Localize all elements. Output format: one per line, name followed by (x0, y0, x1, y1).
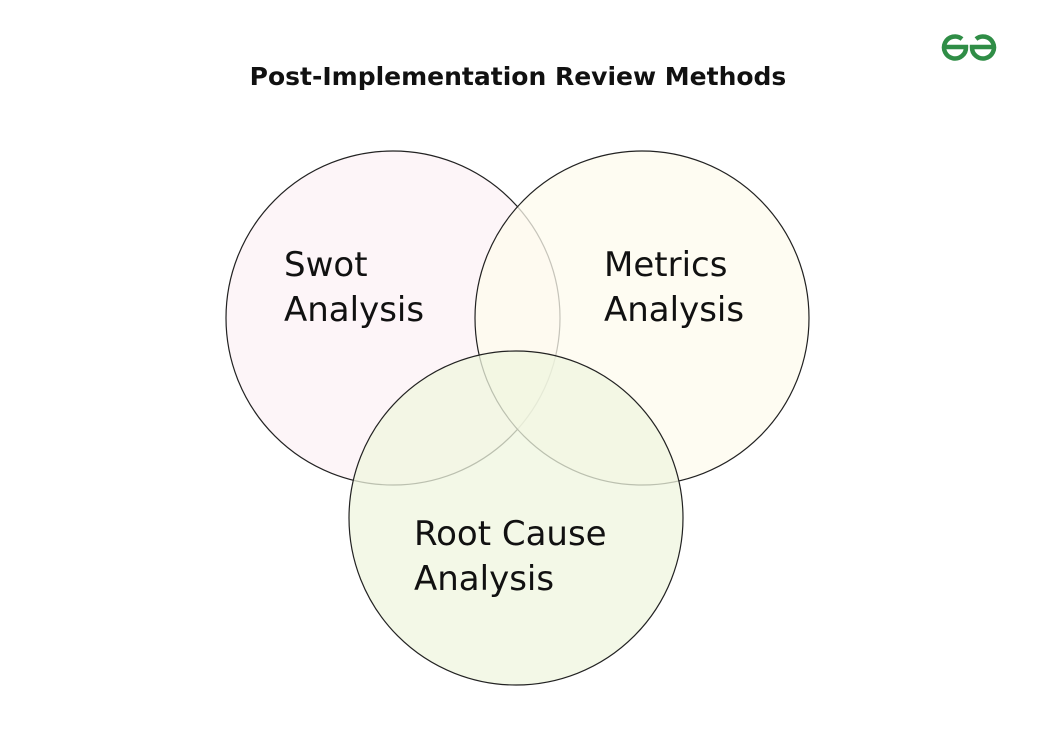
metrics-line2: Analysis (604, 290, 745, 330)
root-cause-line1: Root Cause (414, 514, 607, 554)
root-cause-analysis-circle (348, 350, 684, 686)
diagram-title: Post-Implementation Review Methods (249, 62, 787, 91)
metrics-analysis-label: Metrics Analysis (604, 243, 744, 333)
swot-line2: Analysis (284, 290, 425, 330)
swot-line1: Swot (284, 245, 368, 285)
root-cause-line2: Analysis (414, 559, 555, 599)
root-cause-analysis-label: Root Cause Analysis (414, 512, 607, 602)
geeksforgeeks-logo-icon (941, 34, 997, 61)
swot-analysis-label: Swot Analysis (284, 243, 424, 333)
metrics-line1: Metrics (604, 245, 728, 285)
